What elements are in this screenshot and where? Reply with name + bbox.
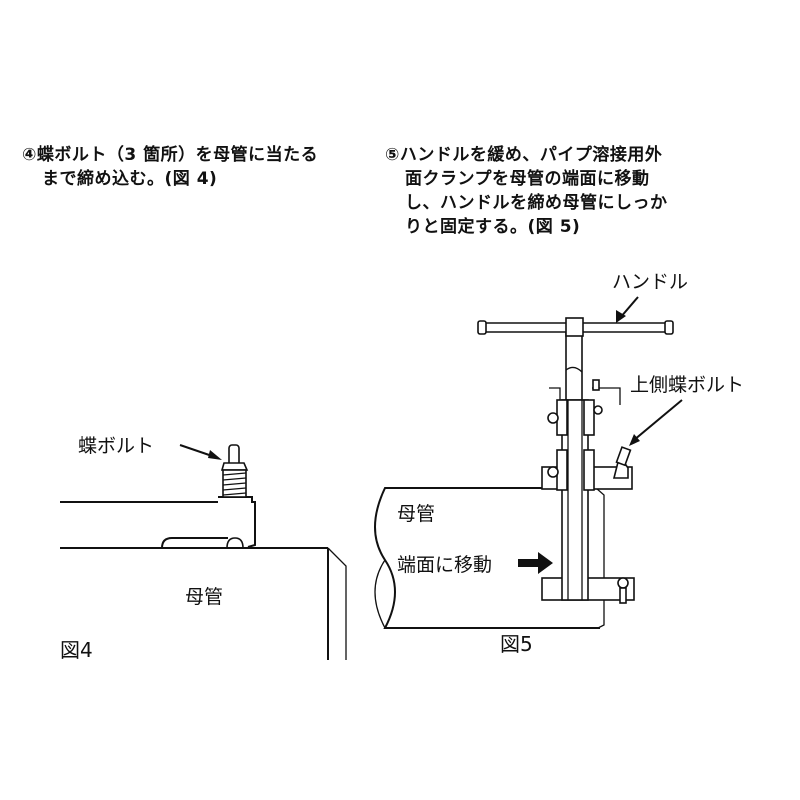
- figure-4-caption: 図4: [60, 638, 93, 662]
- step4-line: ④蝶ボルト（3 箇所）を母管に当たる: [22, 145, 319, 165]
- step5-line: し、ハンドルを締め母管にしっか: [405, 193, 668, 213]
- bolt-leader-arrow: [179, 444, 222, 460]
- move-arrow-icon: [518, 552, 553, 574]
- main-pipe: [60, 547, 347, 660]
- upper-wing-bolt: [615, 446, 632, 467]
- figure-4: 蝶ボルト 母管 図4: [60, 435, 347, 662]
- upper-bolt-leader-arrow: [629, 399, 683, 446]
- step5-instructions: ⑤ハンドルを緩め、パイプ溶接用外 面クランプを母管の端面に移動 し、ハンドルを締…: [385, 143, 668, 239]
- main-pipe: [374, 487, 605, 629]
- step5-line: りと固定する。(図 5): [405, 217, 581, 237]
- figure-5-caption: 図5: [500, 632, 533, 656]
- step5-line: ⑤ハンドルを緩め、パイプ溶接用外: [385, 145, 663, 165]
- step4-instructions: ④蝶ボルト（3 箇所）を母管に当たる まで締め込む。(図 4): [22, 143, 318, 191]
- handle-leader-arrow: [616, 296, 639, 323]
- handle-label: ハンドル: [612, 271, 688, 293]
- move-label: 端面に移動: [397, 554, 492, 576]
- wing-bolt: [220, 444, 249, 549]
- step5-line: 面クランプを母管の端面に移動: [405, 169, 650, 189]
- t-handle: [477, 317, 674, 337]
- bolt-label: 蝶ボルト: [78, 435, 154, 457]
- step4-line: まで締め込む。(図 4): [42, 169, 218, 189]
- upper-bolt-label: 上側蝶ボルト: [630, 374, 744, 396]
- clamp-arm: [60, 496, 256, 549]
- figure-5: ハンドル 上側蝶ボルト 母管 端面に移動 図5: [374, 271, 744, 656]
- pipe-label: 母管: [185, 586, 223, 608]
- pipe-clamp: [541, 329, 635, 604]
- pipe-label: 母管: [397, 503, 435, 525]
